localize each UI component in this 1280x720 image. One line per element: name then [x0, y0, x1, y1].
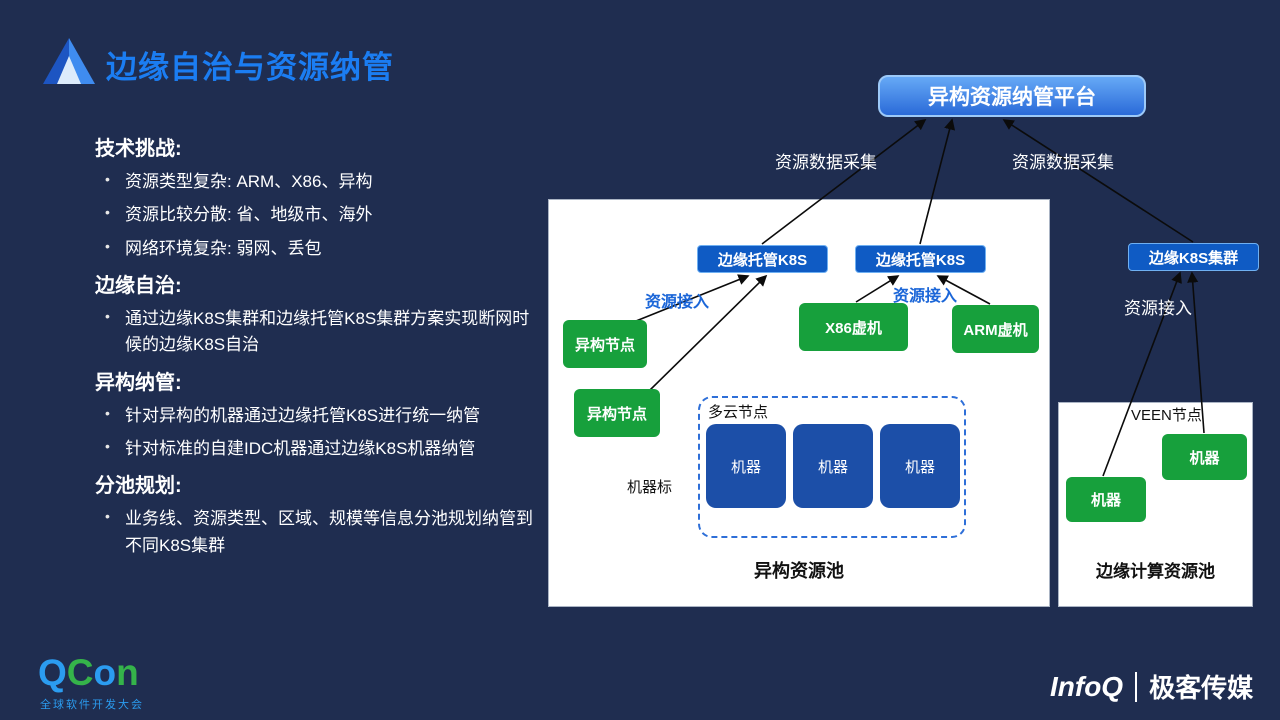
infoq-brand: InfoQ 极客传媒 [1050, 668, 1253, 705]
section-edge-autonomy: 边缘自治: 通过边缘K8S集群和边缘托管K8S集群方案实现断网时候的边缘K8S自… [95, 269, 540, 359]
bullet-item: 针对标准的自建IDC机器通过边缘K8S机器纳管 [95, 436, 540, 462]
section-heading: 异构纳管: [95, 371, 182, 394]
machine-tag-label: 机器标 [627, 479, 673, 496]
resource-access-label-3: 资源接入 [1124, 299, 1192, 318]
bullet-item: 通过边缘K8S集群和边缘托管K8S集群方案实现断网时候的边缘K8S自治 [95, 306, 540, 359]
edge-pool-caption: 边缘计算资源池 [1096, 562, 1215, 581]
hetero-pool-caption: 异构资源池 [754, 561, 844, 581]
machine-node: 机器 [706, 424, 786, 508]
section-heading: 分池规划: [95, 475, 182, 498]
data-collect-label-right: 资源数据采集 [1012, 153, 1114, 172]
multicloud-label: 多云节点 [708, 404, 769, 421]
multicloud-group-box [698, 396, 966, 538]
geek-media-label: 极客传媒 [1149, 673, 1254, 703]
qcon-letter: C [66, 652, 94, 693]
qcon-subtitle: 全球软件开发大会 [40, 699, 144, 711]
x86-vm-node: X86虚机 [799, 303, 908, 351]
qcon-logo: QCon [38, 654, 139, 691]
infoq-logo: InfoQ [1050, 670, 1124, 702]
section-heading: 边缘自治: [95, 275, 182, 298]
section-pool-planning: 分池规划: 业务线、资源类型、区域、规模等信息分池规划纳管到不同K8S集群 [95, 469, 540, 559]
qcon-letter: o [93, 652, 117, 693]
section-hetero-management: 异构纳管: 针对异构的机器通过边缘托管K8S进行统一纳管 针对标准的自建IDC机… [95, 366, 540, 463]
bullet-item: 资源类型复杂: ARM、X86、异构 [95, 169, 540, 195]
qcon-letter: Q [38, 652, 67, 693]
hetero-node-2: 异构节点 [574, 389, 660, 437]
data-collect-label-left: 资源数据采集 [775, 153, 877, 172]
footer-divider [1135, 671, 1138, 702]
page-title: 边缘自治与资源纳管 [106, 50, 394, 85]
arm-vm-node: ARM虚机 [952, 305, 1039, 353]
company-logo-icon [43, 38, 95, 84]
hetero-node-1: 异构节点 [563, 320, 647, 368]
key-points-panel: 技术挑战: 资源类型复杂: ARM、X86、异构 资源比较分散: 省、地级市、海… [95, 126, 540, 566]
edge-machine-node: 机器 [1066, 477, 1146, 522]
edge-k8s-cluster-node: 边缘K8S集群 [1128, 243, 1259, 271]
veen-node-label: VEEN节点 [1131, 407, 1202, 424]
qcon-letter: n [116, 652, 139, 693]
hosted-k8s-node-2: 边缘托管K8S [855, 245, 986, 273]
section-tech-challenges: 技术挑战: 资源类型复杂: ARM、X86、异构 资源比较分散: 省、地级市、海… [95, 132, 540, 262]
machine-node: 机器 [880, 424, 960, 508]
bullet-item: 网络环境复杂: 弱网、丢包 [95, 236, 540, 262]
bullet-item: 资源比较分散: 省、地级市、海外 [95, 202, 540, 228]
bullet-item: 业务线、资源类型、区域、规模等信息分池规划纳管到不同K8S集群 [95, 506, 540, 559]
resource-access-label-1: 资源接入 [645, 294, 710, 311]
machine-node: 机器 [793, 424, 873, 508]
platform-node: 异构资源纳管平台 [878, 75, 1146, 117]
section-heading: 技术挑战: [95, 138, 182, 160]
hosted-k8s-node-1: 边缘托管K8S [697, 245, 828, 273]
bullet-item: 针对异构的机器通过边缘托管K8S进行统一纳管 [95, 403, 540, 429]
edge-machine-node: 机器 [1162, 434, 1247, 480]
